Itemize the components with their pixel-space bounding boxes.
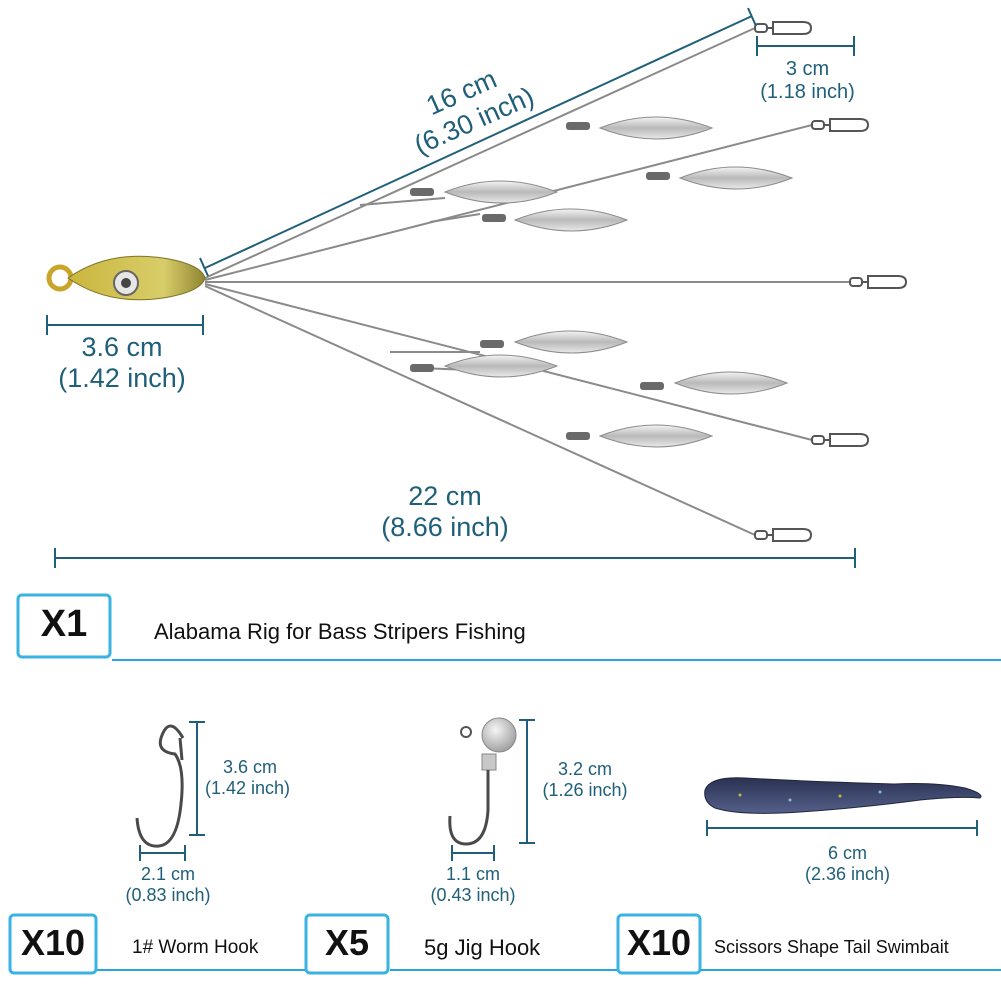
swimbait-length-label: 6 cm (2.36 inch)	[804, 843, 891, 884]
worm-hook-illustration	[135, 724, 185, 848]
jig-hook-illustration	[448, 717, 517, 846]
worm-hook-dimensions	[139, 721, 205, 861]
rig-head	[46, 255, 206, 301]
rig-name: Alabama Rig for Bass Stripers Fishing	[154, 619, 526, 644]
worm-hook-name: 1# Worm Hook	[132, 937, 259, 958]
snap-length-label: 3 cm (1.18 inch)	[760, 58, 855, 103]
jig-hook-height-label: 3.2 cm (1.26 inch)	[542, 759, 628, 800]
rig-dimension-lines	[46, 7, 856, 568]
jig-hook-name: 5g Jig Hook	[424, 935, 541, 960]
blade-swivels	[410, 122, 670, 440]
swimbait-quantity: X10	[626, 922, 692, 963]
head-length-label: 3.6 cm (1.42 inch)	[58, 332, 186, 394]
quantity-frames	[8, 593, 702, 975]
willow-blades	[443, 116, 794, 448]
snap-swivels	[754, 21, 908, 542]
rig-quantity: X1	[40, 603, 88, 645]
swimbait-dimensions	[706, 820, 978, 836]
worm-hook-quantity: X10	[20, 922, 86, 963]
swimbait-illustration	[704, 777, 982, 814]
jig-hook-dimensions	[451, 719, 535, 861]
swimbait-name: Scissors Shape Tail Swimbait	[714, 937, 949, 957]
total-length-label: 22 cm (8.66 inch)	[381, 481, 509, 543]
jig-hook-width-label: 1.1 cm (0.43 inch)	[430, 864, 516, 905]
worm-hook-width-label: 2.1 cm (0.83 inch)	[125, 864, 211, 905]
rig-wires	[204, 27, 850, 536]
divider-lines	[96, 659, 1001, 971]
worm-hook-height-label: 3.6 cm (1.42 inch)	[205, 757, 291, 798]
jig-hook-quantity: X5	[324, 922, 370, 963]
